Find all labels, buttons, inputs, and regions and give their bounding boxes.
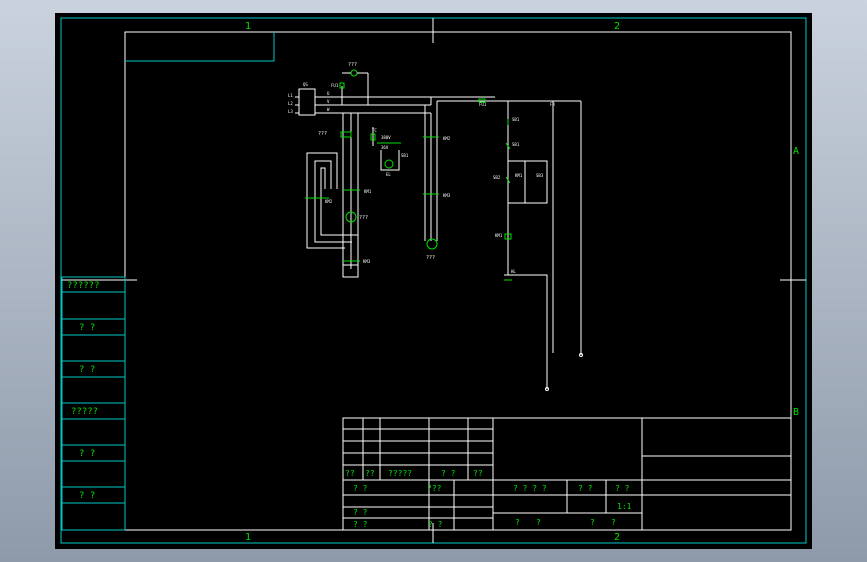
tb-row-label-2: ????? xyxy=(388,469,412,478)
motor-m1 xyxy=(345,211,357,223)
u-label: U xyxy=(327,91,330,96)
v-label: V xyxy=(327,99,330,104)
title-block: ?? ?? ????? ? ? ?? ? ? ??? ? ? ? ? ? ? ?… xyxy=(342,417,792,531)
left-strip: ?????? ? ? ? ? ????? ? ? ? ? xyxy=(61,276,126,531)
inner-border xyxy=(124,31,792,531)
tb-row-label-4: ?? xyxy=(473,469,483,478)
left-strip-label-4: ? ? xyxy=(79,449,95,459)
zone-top-1: 1 xyxy=(245,21,251,32)
left-strip-label-0: ?????? xyxy=(67,281,100,291)
left-strip-label-3: ????? xyxy=(71,407,98,417)
motor-label-3: ??? xyxy=(426,255,435,261)
drawing-sheet: 1 2 1 2 A B ?????? ? ? ? ? ????? ? ? ? ? xyxy=(60,17,807,544)
motor-label-2: ??? xyxy=(359,215,368,221)
tb-scale: 1:1 xyxy=(617,502,632,511)
top-meter-label: ??? xyxy=(348,62,357,68)
top-meter xyxy=(350,69,358,77)
qs-switch xyxy=(298,88,316,116)
l3-label: L3 xyxy=(288,109,293,114)
tb-col-b-0: ? ? xyxy=(353,508,368,517)
km1-ctrl-label: KM1 xyxy=(515,173,523,178)
circuit-diagram: QS L1 L2 L3 U V W ??? FU1 FU1 FR ??? xyxy=(288,62,583,391)
tb-row-label-1: ?? xyxy=(365,469,375,478)
fu-label: FU1 xyxy=(331,83,339,88)
zone-bottom-1: 1 xyxy=(245,532,251,543)
lamp-el xyxy=(384,159,394,169)
tr1-label: 380V xyxy=(381,135,391,140)
sb1-label: SB1 xyxy=(512,142,520,147)
motor-m2 xyxy=(426,238,438,250)
cad-viewport[interactable]: 1 2 1 2 A B ?????? ? ? ? ? ????? ? ? ? ? xyxy=(55,13,812,549)
tc-label: TC xyxy=(372,128,377,133)
tb-info-2: ? ? xyxy=(615,484,630,493)
km1-label: KM1 xyxy=(364,189,372,194)
tb-bottom-1: ? xyxy=(536,518,541,527)
zone-right-a: A xyxy=(793,146,799,157)
top-left-box xyxy=(125,32,275,62)
zone-top-2: 2 xyxy=(614,21,620,32)
hl-label: HL xyxy=(511,269,516,274)
tb-bottom-3: ? xyxy=(611,518,616,527)
tr2-label: 36V xyxy=(381,145,389,150)
qs-label: QS xyxy=(303,82,308,87)
left-strip-label-1: ? ? xyxy=(79,323,95,333)
tb-col-a-0: ? ? xyxy=(353,484,368,493)
fu2-label: FU1 xyxy=(479,102,487,107)
left-strip-label-5: ? ? xyxy=(79,491,95,501)
l2-label: L2 xyxy=(288,101,293,106)
km3-label: KM3 xyxy=(363,259,371,264)
km1-coil-label: KM1 xyxy=(495,233,503,238)
km2-right-label: KM2 xyxy=(443,136,451,141)
sa-label: SB1 xyxy=(401,153,409,158)
tb-row-label-0: ?? xyxy=(345,469,355,478)
km3-right-label: KM3 xyxy=(443,193,451,198)
tb-col-a-1: ??? xyxy=(427,484,442,493)
km2-label: KM2 xyxy=(325,199,333,204)
zone-bottom-2: 2 xyxy=(614,532,620,543)
sb-label: SB1 xyxy=(512,117,520,122)
el-label: EL xyxy=(386,172,391,177)
tb-bottom-extra: ? ? xyxy=(428,520,443,529)
zone-right-b: B xyxy=(793,407,799,418)
tb-row-label-3: ? ? xyxy=(441,469,456,478)
left-strip-label-2: ? ? xyxy=(79,365,95,375)
tb-info-1: ? ? xyxy=(578,484,593,493)
motor-label-1: ??? xyxy=(318,131,327,137)
tb-col-b-1: ? ? xyxy=(353,520,368,529)
tb-bottom-2: ? xyxy=(590,518,595,527)
tb-bottom-0: ? xyxy=(515,518,520,527)
tb-info-0: ? ? ? ? xyxy=(513,484,547,493)
sb2-label: SB2 xyxy=(493,175,501,180)
w-label: W xyxy=(327,107,330,112)
sb3-label: SB3 xyxy=(536,173,544,178)
l1-label: L1 xyxy=(288,93,293,98)
